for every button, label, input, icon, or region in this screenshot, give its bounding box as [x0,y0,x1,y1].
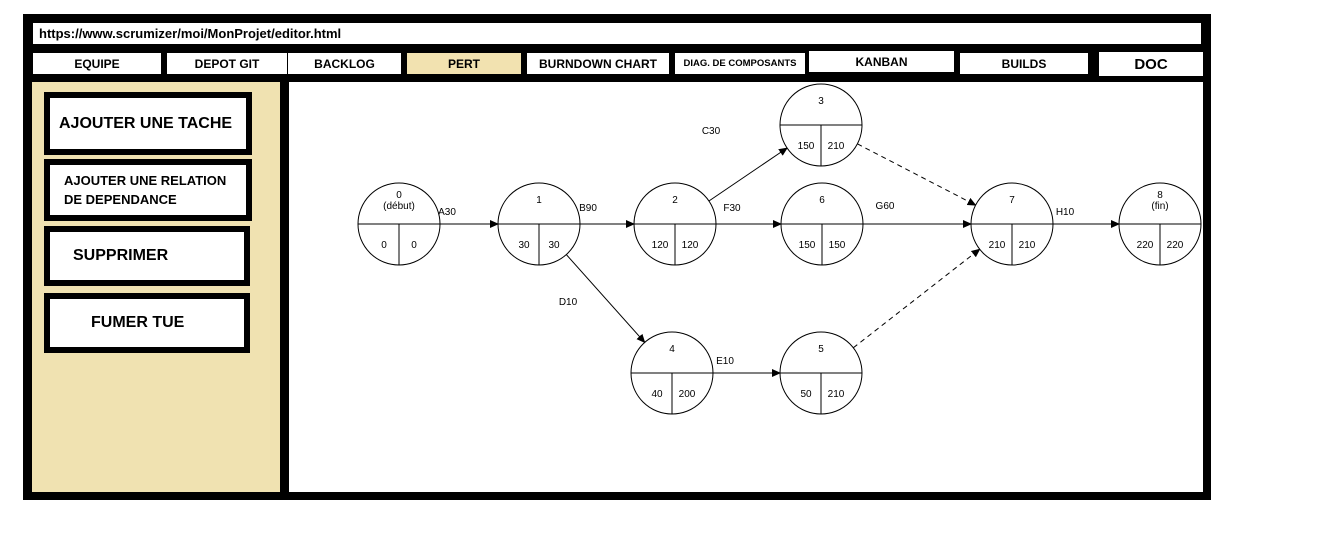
add-dependency-label-line2: DE DEPENDANCE [64,192,177,207]
pert-node-late-date: 210 [828,141,845,152]
pert-node-late-date: 150 [829,240,846,251]
pert-node-4[interactable]: 4 40 200 [630,331,714,415]
pert-node-early-date: 120 [652,240,669,251]
tab-doc[interactable]: DOC [1099,52,1203,76]
pert-node-id: 6 [819,195,825,206]
sidebar: AJOUTER UNE TACHE AJOUTER UNE RELATION D… [32,82,280,492]
pert-node-early-date: 220 [1137,240,1154,251]
pert-node-late-date: 220 [1167,240,1184,251]
pert-edge-label-7-8: H10 [1056,207,1075,218]
pert-node-id: 2 [672,195,678,206]
pert-node-subtitle: (début) [383,201,415,212]
pert-edge-label-6-7: G60 [876,201,895,212]
pert-edge-label-1-4: D10 [559,297,578,308]
pert-node-late-date: 210 [1019,240,1036,251]
pert-node-early-date: 50 [800,389,812,400]
pert-node-early-date: 0 [381,240,387,251]
pert-node-late-date: 30 [548,240,560,251]
pert-node-early-date: 150 [799,240,816,251]
pert-node-2[interactable]: 2 120 120 [633,182,717,266]
pert-edge-2-3[interactable] [708,147,788,202]
pert-node-early-date: 210 [989,240,1006,251]
add-task-label: AJOUTER UNE TACHE [59,114,233,132]
pert-edge-label-4-5: E10 [716,356,734,367]
tab-kanban[interactable]: KANBAN [809,51,954,72]
delete-label: SUPPRIMER [73,247,169,264]
pert-node-late-date: 200 [679,389,696,400]
tab-equipe[interactable]: EQUIPE [33,53,161,74]
pert-node-id: 4 [669,344,675,355]
url-bar[interactable]: https://www.scrumizer/moi/MonProjet/edit… [33,23,1201,44]
pert-edge-5-7[interactable] [853,248,981,349]
tab-depot-git[interactable]: DEPOT GIT [167,53,287,74]
pert-node-3[interactable]: 3 150 210 [779,83,863,167]
pert-node-subtitle: (fin) [1151,201,1168,212]
pert-edge-label-2-6: F30 [723,203,741,214]
tab-pert[interactable]: PERT [407,53,521,74]
pert-node-id: 8 [1157,190,1163,201]
pert-node-late-date: 120 [682,240,699,251]
add-dependency-label-line1: AJOUTER UNE RELATION [64,173,227,188]
pert-node-5[interactable]: 5 50 210 [779,331,863,415]
pert-node-6[interactable]: 6 150 150 [780,182,864,266]
add-task-button[interactable]: AJOUTER UNE TACHE [44,92,252,155]
pert-node-early-date: 150 [798,141,815,152]
tab-builds[interactable]: BUILDS [960,53,1088,74]
tab-burndown-chart[interactable]: BURNDOWN CHART [527,53,669,74]
delete-button[interactable]: SUPPRIMER [44,226,250,286]
pert-node-8[interactable]: 8(fin) 220 220 [1118,182,1202,266]
pert-node-id: 7 [1009,195,1015,206]
add-dependency-button[interactable]: AJOUTER UNE RELATION DE DEPENDANCE [44,159,252,221]
pert-node-id: 3 [818,96,824,107]
pert-node-early-date: 40 [651,389,663,400]
pert-edge-label-1-2: B90 [579,203,597,214]
pert-edge-3-7[interactable] [857,143,977,206]
pert-node-late-date: 0 [411,240,417,251]
pert-node-id: 1 [536,195,542,206]
pert-node-7[interactable]: 7 210 210 [970,182,1054,266]
pert-node-id: 5 [818,344,824,355]
tab-backlog[interactable]: BACKLOG [288,53,401,74]
pert-node-late-date: 210 [828,389,845,400]
fumer-tue-label: FUMER TUE [91,314,185,331]
pert-edge-label-0-1: A30 [438,207,456,218]
pert-node-1[interactable]: 1 30 30 [497,182,581,266]
pert-node-id: 0 [396,190,402,201]
pert-edge-label-2-3: C30 [702,126,721,137]
tab-diag-composants[interactable]: DIAG. DE COMPOSANTS [675,53,805,74]
pert-edge-1-4[interactable] [565,254,646,344]
pert-node-early-date: 30 [518,240,530,251]
fumer-tue-button[interactable]: FUMER TUE [44,293,250,353]
app-frame: https://www.scrumizer/moi/MonProjet/edit… [23,14,1211,500]
